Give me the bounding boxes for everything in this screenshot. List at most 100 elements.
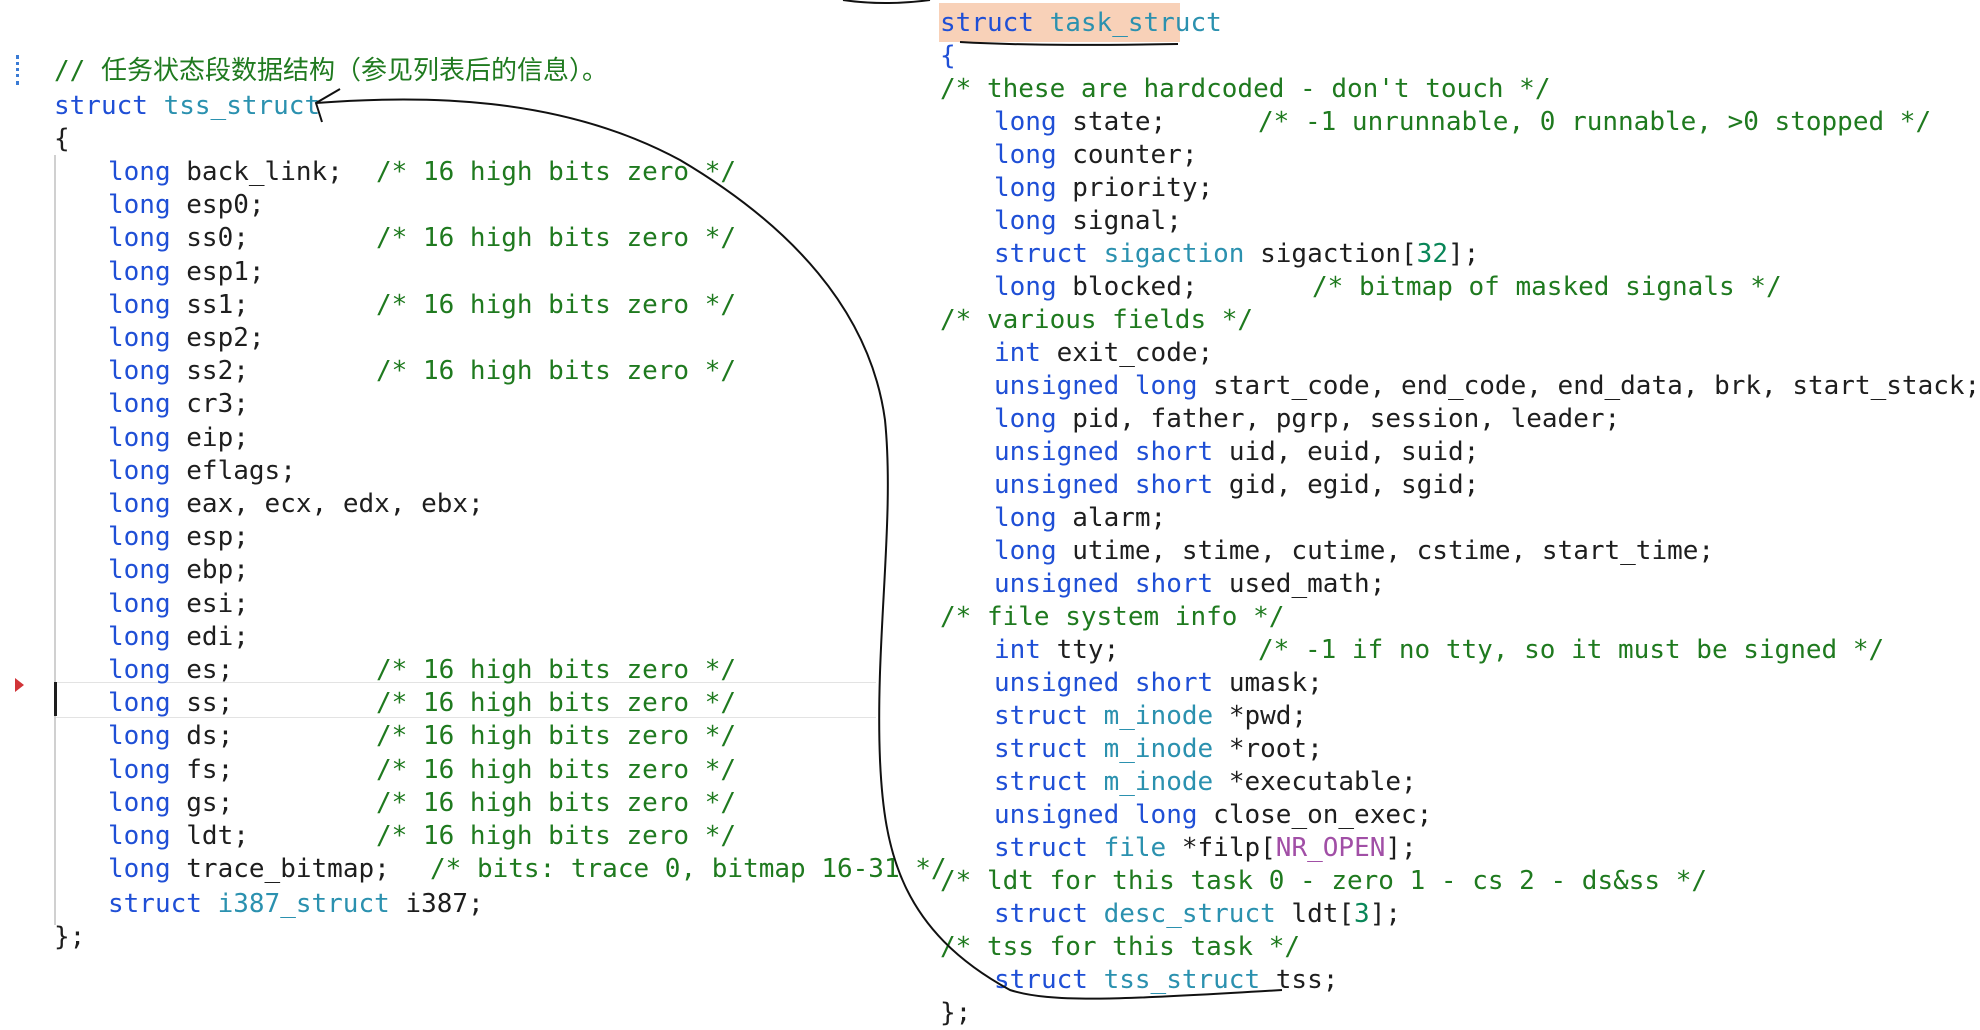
tss-field-row[interactable]: long ss1; bbox=[108, 289, 249, 322]
i387-field[interactable]: struct i387_struct i387; bbox=[108, 888, 484, 921]
field-name: esp0; bbox=[186, 190, 265, 220]
field-comment: /* 16 high bits zero */ bbox=[376, 223, 737, 253]
field-name: esp; bbox=[186, 522, 249, 552]
i387-type: i387_struct bbox=[217, 889, 390, 919]
type-keyword: long bbox=[108, 721, 171, 751]
type-keyword: long bbox=[994, 173, 1057, 203]
field-pwd[interactable]: struct m_inode *pwd; bbox=[994, 700, 1307, 733]
field-state[interactable]: long state; bbox=[994, 106, 1166, 139]
field-name: eflags; bbox=[186, 456, 296, 486]
field-executable[interactable]: struct m_inode *executable; bbox=[994, 766, 1417, 799]
field-uid[interactable]: unsigned short uid, euid, suid; bbox=[994, 436, 1479, 469]
tss-field-row[interactable]: long ss0; bbox=[108, 222, 249, 255]
field-name: ldt bbox=[1291, 899, 1339, 929]
field-close-on-exec[interactable]: unsigned long close_on_exec; bbox=[994, 799, 1432, 832]
type-keyword: unsigned bbox=[994, 371, 1120, 401]
type-keyword: long bbox=[994, 140, 1057, 170]
field-name: cr3; bbox=[186, 389, 249, 419]
tss-field-row[interactable]: long edi; bbox=[108, 621, 249, 654]
field-name: close_on_exec; bbox=[1213, 800, 1433, 830]
type-keyword: long bbox=[108, 389, 171, 419]
bracket: ]; bbox=[1385, 833, 1417, 863]
tss-field-row[interactable]: long eflags; bbox=[108, 455, 296, 488]
type-name: file bbox=[1103, 833, 1167, 863]
type-keyword: long bbox=[994, 404, 1057, 434]
tss-struct-declaration[interactable]: struct tss_struct bbox=[54, 90, 320, 123]
tss-field-row[interactable]: long esp2; bbox=[108, 322, 265, 355]
type-keyword: unsigned bbox=[994, 668, 1120, 698]
field-name: *pwd; bbox=[1228, 701, 1308, 731]
type-keyword: long bbox=[108, 622, 171, 652]
field-gid[interactable]: unsigned short gid, egid, sgid; bbox=[994, 469, 1479, 502]
comment-tty: /* -1 if no tty, so it must be signed */ bbox=[1258, 635, 1885, 665]
field-filp[interactable]: struct file *filp[NR_OPEN]; bbox=[994, 832, 1417, 865]
field-start-code[interactable]: unsigned long start_code, end_code, end_… bbox=[994, 370, 1980, 403]
tss-field-row[interactable]: long eip; bbox=[108, 422, 249, 455]
execution-pointer-icon bbox=[15, 678, 24, 692]
type-keyword: int bbox=[994, 635, 1041, 665]
field-name: ldt; bbox=[186, 821, 249, 851]
field-comment: /* 16 high bits zero */ bbox=[376, 688, 737, 718]
type-keyword: long bbox=[108, 522, 171, 552]
tss-field-row[interactable]: long cr3; bbox=[108, 388, 249, 421]
field-name: *executable; bbox=[1228, 767, 1417, 797]
type-keyword: long bbox=[994, 107, 1057, 137]
field-name: eax, ecx, edx, ebx; bbox=[186, 489, 484, 519]
task-struct-name: task_struct bbox=[1049, 8, 1222, 38]
field-name: tss; bbox=[1275, 965, 1339, 995]
array-size: 3 bbox=[1354, 899, 1370, 929]
tss-field-row[interactable]: long esp0; bbox=[108, 189, 265, 222]
tss-field-row[interactable]: long esp; bbox=[108, 521, 249, 554]
tss-field-row[interactable]: long es; bbox=[108, 654, 233, 687]
field-used-math[interactable]: unsigned short used_math; bbox=[994, 568, 1385, 601]
i387-name: i387; bbox=[405, 889, 484, 919]
field-tty[interactable]: int tty; bbox=[994, 634, 1119, 667]
field-umask[interactable]: unsigned short umask; bbox=[994, 667, 1323, 700]
type-keyword: unsigned bbox=[994, 437, 1120, 467]
field-name: pid, father, pgrp, session, leader; bbox=[1072, 404, 1621, 434]
field-alarm[interactable]: long alarm; bbox=[994, 502, 1166, 535]
type-keyword: long bbox=[108, 257, 171, 287]
field-priority[interactable]: long priority; bbox=[994, 172, 1213, 205]
tss-field-row[interactable]: long eax, ecx, edx, ebx; bbox=[108, 488, 484, 521]
field-ldt[interactable]: struct desc_struct ldt[3]; bbox=[994, 898, 1401, 931]
close-brace: }; bbox=[940, 998, 972, 1028]
tss-field-row[interactable]: long ss; bbox=[108, 687, 233, 720]
type-keyword: short bbox=[1134, 569, 1214, 599]
field-name: back_link; bbox=[186, 157, 343, 187]
field-exit-code[interactable]: int exit_code; bbox=[994, 337, 1213, 370]
field-sigaction[interactable]: struct sigaction sigaction[32]; bbox=[994, 238, 1479, 271]
tss-field-row[interactable]: long back_link; bbox=[108, 156, 343, 189]
tss-field-row[interactable]: long fs; bbox=[108, 754, 233, 787]
bracket: ]; bbox=[1369, 899, 1402, 929]
tss-field-row[interactable]: long ds; bbox=[108, 720, 233, 753]
tss-field-row[interactable]: long gs; bbox=[108, 787, 233, 820]
type-keyword: long bbox=[108, 655, 171, 685]
field-pid[interactable]: long pid, father, pgrp, session, leader; bbox=[994, 403, 1620, 436]
field-counter[interactable]: long counter; bbox=[994, 139, 1198, 172]
bracket: [ bbox=[1401, 239, 1417, 269]
tss-field-row[interactable]: long trace_bitmap; bbox=[108, 853, 390, 886]
field-comment: /* 16 high bits zero */ bbox=[376, 755, 737, 785]
type-keyword: unsigned bbox=[994, 569, 1120, 599]
field-name: fs; bbox=[186, 755, 234, 785]
field-name: counter; bbox=[1072, 140, 1198, 170]
field-comment: /* 16 high bits zero */ bbox=[376, 721, 737, 751]
tss-field-row[interactable]: long esp1; bbox=[108, 256, 265, 289]
field-name: ds; bbox=[186, 721, 234, 751]
tss-field-row[interactable]: long ebp; bbox=[108, 554, 249, 587]
field-tss[interactable]: struct tss_struct tss; bbox=[994, 964, 1338, 997]
field-comment: /* 16 high bits zero */ bbox=[376, 821, 737, 851]
type-keyword: long bbox=[994, 536, 1057, 566]
field-blocked[interactable]: long blocked; bbox=[994, 271, 1198, 304]
type-keyword: long bbox=[108, 223, 171, 253]
tss-field-row[interactable]: long ldt; bbox=[108, 820, 249, 853]
tss-field-row[interactable]: long ss2; bbox=[108, 355, 249, 388]
field-signal[interactable]: long signal; bbox=[994, 205, 1182, 238]
struct-keyword: struct bbox=[994, 833, 1088, 863]
field-utime[interactable]: long utime, stime, cutime, cstime, start… bbox=[994, 535, 1714, 568]
task-struct-declaration[interactable]: struct task_struct bbox=[940, 7, 1222, 40]
tss-field-row[interactable]: long esi; bbox=[108, 588, 249, 621]
field-name: alarm; bbox=[1072, 503, 1167, 533]
field-root[interactable]: struct m_inode *root; bbox=[994, 733, 1323, 766]
